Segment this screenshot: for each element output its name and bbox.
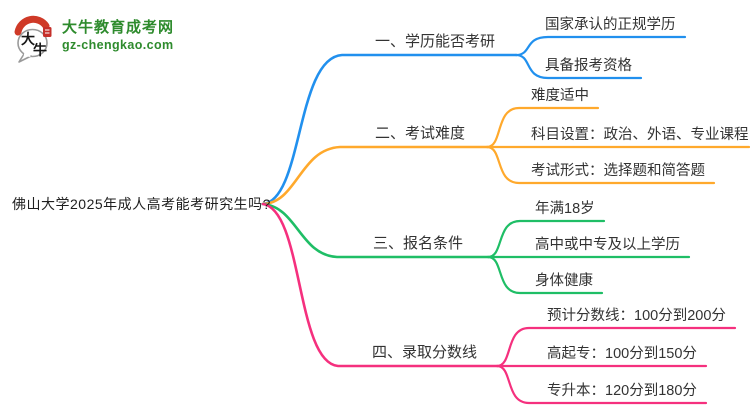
child-label-2-2[interactable]: 科目设置：政治、外语、专业课程 xyxy=(531,127,749,143)
child-label-2-1[interactable]: 难度适中 xyxy=(531,88,589,104)
child-label-3-3[interactable]: 身体健康 xyxy=(535,273,593,289)
daniu-speech-bubble-icon: 大 牛 xyxy=(14,15,52,63)
child-label-2-3[interactable]: 考试形式：选择题和简答题 xyxy=(531,163,705,179)
site-logo[interactable]: 大 牛 大牛教育成考网 gz-chengkao.com xyxy=(13,13,174,63)
branch-line-3 xyxy=(261,202,490,259)
child-label-4-3[interactable]: 专升本：120分到180分 xyxy=(547,383,697,399)
child-label-4-2[interactable]: 高起专：100分到150分 xyxy=(547,346,697,362)
child-label-3-2[interactable]: 高中或中专及以上学历 xyxy=(535,237,680,253)
logo-text: 大牛教育成考网 gz-chengkao.com xyxy=(62,13,174,53)
child-line-1-1 xyxy=(514,35,687,57)
child-label-1-2[interactable]: 具备报考资格 xyxy=(545,58,632,74)
child-line-2-3 xyxy=(485,145,716,185)
child-line-3-3 xyxy=(486,255,604,295)
child-label-1-1[interactable]: 国家承认的正规学历 xyxy=(545,17,676,33)
child-line-1-2 xyxy=(514,53,643,80)
svg-text:牛: 牛 xyxy=(33,42,47,59)
child-label-4-1[interactable]: 预计分数线：100分到200分 xyxy=(547,308,726,324)
branch-line-1 xyxy=(261,53,518,206)
logo-title: 大牛教育成考网 xyxy=(62,19,175,36)
branch-label-3[interactable]: 三、报名条件 xyxy=(373,235,464,252)
root-topic[interactable]: 佛山大学2025年成人高考能考研究生吗? xyxy=(12,196,271,212)
branch-label-4[interactable]: 四、录取分数线 xyxy=(372,344,478,361)
branch-label-2[interactable]: 二、考试难度 xyxy=(375,125,466,142)
child-line-3-1 xyxy=(486,219,606,259)
child-line-4-3 xyxy=(495,364,708,405)
child-label-3-1[interactable]: 年满18岁 xyxy=(535,201,595,217)
logo-url: gz-chengkao.com xyxy=(62,38,174,52)
branch-label-1[interactable]: 一、学历能否考研 xyxy=(375,33,496,50)
child-line-4-1 xyxy=(495,326,737,368)
svg-text:大: 大 xyxy=(21,31,35,48)
branch-line-2 xyxy=(261,145,489,206)
branch-line-4 xyxy=(261,202,499,368)
child-line-2-1 xyxy=(485,106,600,149)
